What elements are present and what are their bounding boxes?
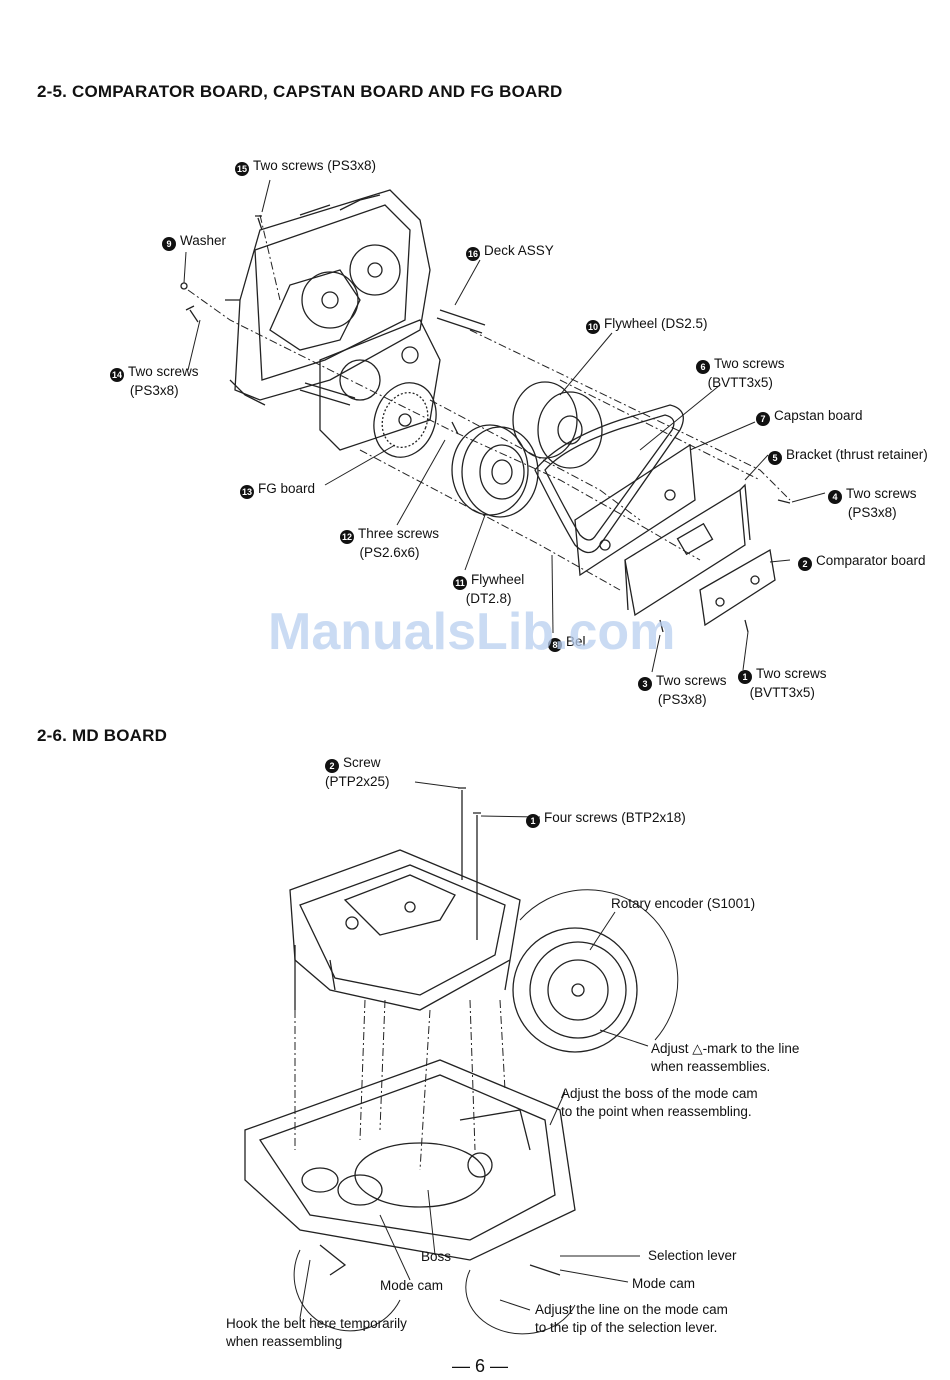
assembly-lines-b: [294, 999, 506, 1171]
belt-drawing: [534, 404, 684, 554]
detail-circles-drawing: [293, 1244, 576, 1335]
label-boss: Boss: [421, 1249, 452, 1264]
flywheel-dt-drawing: [451, 424, 539, 518]
flywheel-ds-drawing: [512, 381, 603, 469]
leader-lines-b: [299, 781, 649, 1319]
page-number: — 6 —: [452, 1356, 509, 1376]
fg-board-drawing: [373, 382, 437, 458]
screws-drawing-a: [180, 215, 791, 633]
label-mode-cam-left: Mode cam: [380, 1278, 444, 1293]
section-heading-md-board: 2-6. MD BOARD: [37, 726, 168, 745]
label-rotary-encoder: Rotary encoder (S1001): [611, 896, 756, 911]
section-heading-comparator: 2-5. COMPARATOR BOARD, CAPSTAN BOARD AND…: [37, 82, 563, 101]
bracket-drawing: [624, 483, 751, 617]
deck-assy-drawing: [225, 189, 486, 451]
capstan-board-drawing: [574, 443, 696, 577]
rotary-encoder-drawing: [512, 889, 679, 1053]
watermark: ManualsLib.com: [268, 603, 676, 661]
label-mode-cam-right: Mode cam: [632, 1276, 696, 1291]
md-screws-drawing: [458, 787, 481, 940]
comparator-board-drawing: [699, 548, 776, 627]
md-board-drawing: [289, 849, 521, 1011]
label-selection-lever: Selection lever: [648, 1248, 737, 1263]
leader-lines-a: [183, 179, 826, 673]
assembly-lines-a: [187, 214, 791, 591]
md-chassis-drawing: [244, 1059, 576, 1261]
